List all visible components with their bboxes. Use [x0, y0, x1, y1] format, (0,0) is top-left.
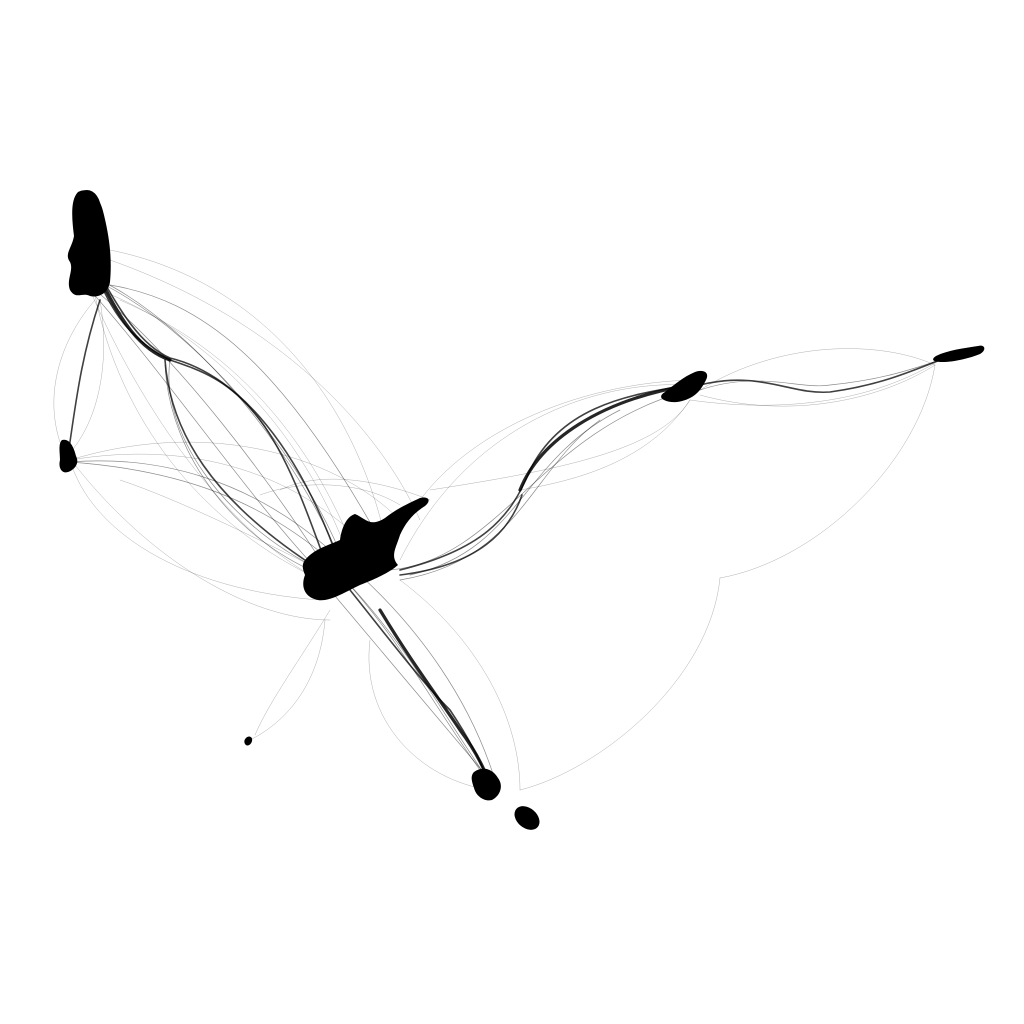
edge [109, 284, 381, 541]
edge [119, 299, 351, 541]
edge [94, 289, 331, 576]
edge [109, 259, 421, 521]
node [73, 190, 101, 230]
edge [99, 279, 341, 561]
edge [67, 299, 104, 456]
edge [164, 364, 316, 573]
hub-left [59, 439, 78, 473]
hub-bottom [471, 768, 540, 830]
edge [53, 299, 96, 456]
bundle [518, 383, 692, 492]
edge [259, 484, 401, 506]
node [244, 736, 253, 746]
node-cluster [471, 768, 501, 801]
bundle [399, 494, 523, 576]
edge [399, 419, 601, 581]
edge [69, 460, 331, 551]
edge [94, 294, 311, 576]
edge [69, 441, 401, 521]
edge [389, 389, 691, 571]
edge [119, 479, 321, 571]
bundle [99, 274, 341, 566]
edge [699, 348, 936, 391]
edge [399, 579, 521, 791]
edge [89, 289, 326, 579]
edge [74, 464, 331, 621]
node-cluster [933, 345, 985, 362]
bundle [98, 276, 172, 362]
bundle [164, 359, 321, 571]
edge [399, 384, 691, 561]
edge [249, 619, 326, 741]
node [308, 557, 352, 593]
node-cluster [661, 370, 708, 403]
edge [419, 379, 701, 501]
hub-top-left [67, 190, 111, 297]
edge [349, 584, 486, 776]
edge [329, 589, 491, 781]
bundle [378, 608, 492, 787]
edge [699, 359, 941, 391]
edge [519, 577, 721, 791]
edge [409, 409, 621, 576]
edge [359, 574, 496, 781]
faint-edges [53, 249, 941, 791]
hub-small-bottom-left [244, 736, 253, 746]
edge [519, 399, 691, 491]
bundled-edges [69, 279, 941, 781]
node-cluster [59, 439, 78, 473]
edge [429, 399, 691, 491]
hub-mid-right [661, 370, 708, 403]
thick-bundles [67, 269, 946, 787]
edge [89, 289, 321, 581]
edge [104, 284, 346, 566]
edge [719, 364, 936, 579]
hub-center [302, 497, 429, 601]
edge [368, 639, 491, 791]
edge [69, 459, 321, 601]
edge [109, 249, 391, 561]
bundle [67, 299, 101, 456]
hub-far-right [933, 345, 985, 362]
edge [69, 461, 331, 561]
bundle [94, 269, 331, 576]
edge [99, 289, 351, 561]
node [514, 806, 540, 830]
bundle [349, 589, 491, 786]
edge [699, 364, 936, 407]
bundle [699, 357, 946, 394]
edge [254, 609, 331, 736]
edge [279, 478, 431, 501]
edge [689, 359, 941, 406]
